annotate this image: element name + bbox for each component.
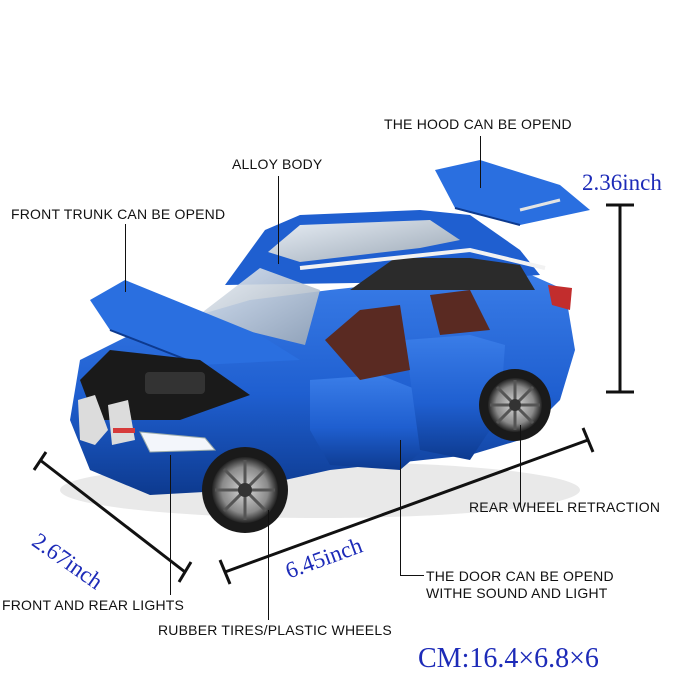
callout-alloy-line bbox=[278, 176, 279, 264]
headlight bbox=[139, 431, 217, 453]
label-door-1: THE DOOR CAN BE OPEND bbox=[426, 568, 614, 584]
tail-light bbox=[548, 285, 572, 310]
label-hood: THE HOOD CAN BE OPEND bbox=[384, 116, 572, 132]
open-tailgate bbox=[435, 160, 590, 225]
callout-hood-line bbox=[480, 136, 481, 188]
callout-tires-line bbox=[268, 510, 269, 620]
open-front-door bbox=[310, 375, 435, 470]
dim-cm: CM:16.4×6.8×6 bbox=[418, 643, 599, 674]
front-grille bbox=[78, 395, 108, 445]
side-windows bbox=[350, 258, 535, 290]
callout-front-trunk-line bbox=[125, 224, 126, 292]
open-hood bbox=[90, 280, 300, 365]
rear-wheel bbox=[479, 369, 551, 441]
label-tires: RUBBER TIRES/PLASTIC WHEELS bbox=[158, 622, 392, 638]
front-wheel bbox=[202, 447, 288, 533]
callout-lights-line bbox=[170, 455, 171, 595]
label-door-2: WITHE SOUND AND LIGHT bbox=[426, 585, 608, 601]
label-alloy-body: ALLOY BODY bbox=[232, 156, 323, 172]
open-rear-door bbox=[405, 335, 505, 460]
sunroof-glass bbox=[268, 220, 460, 262]
label-lights: FRONT AND REAR LIGHTS bbox=[2, 597, 185, 613]
interior-seats bbox=[325, 305, 410, 380]
callout-door-h bbox=[400, 575, 424, 576]
windshield bbox=[195, 268, 320, 345]
dim-height: 2.36inch bbox=[582, 170, 662, 195]
label-rear-wheel: REAR WHEEL RETRACTION bbox=[469, 499, 661, 515]
label-front-trunk: FRONT TRUNK CAN BE OPEND bbox=[11, 206, 226, 222]
roof-rail bbox=[299, 247, 546, 270]
